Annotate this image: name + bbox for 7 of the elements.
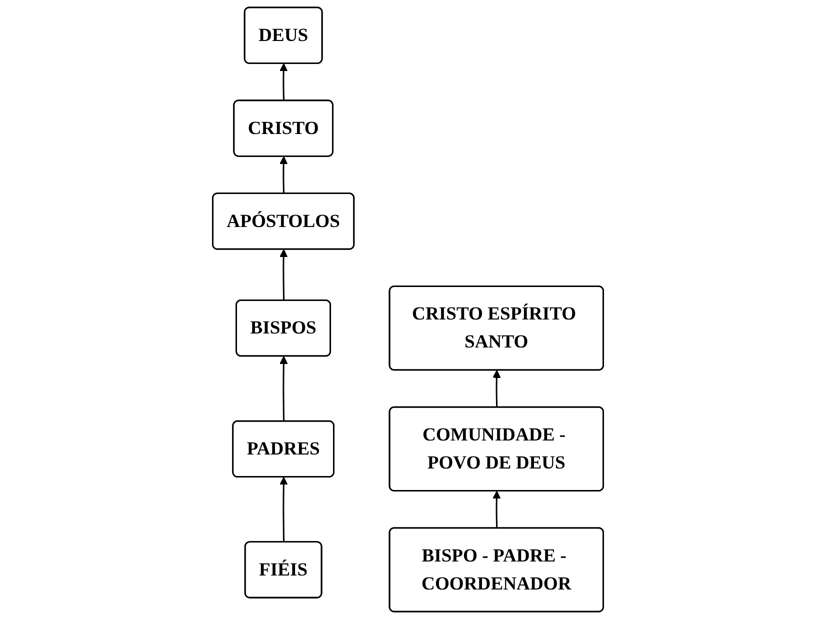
arrow [280,63,288,101]
arrow [280,249,288,301]
arrow [280,156,288,194]
arrow [280,476,288,542]
arrow [280,356,288,422]
arrow [492,370,501,408]
arrow [492,490,501,528]
